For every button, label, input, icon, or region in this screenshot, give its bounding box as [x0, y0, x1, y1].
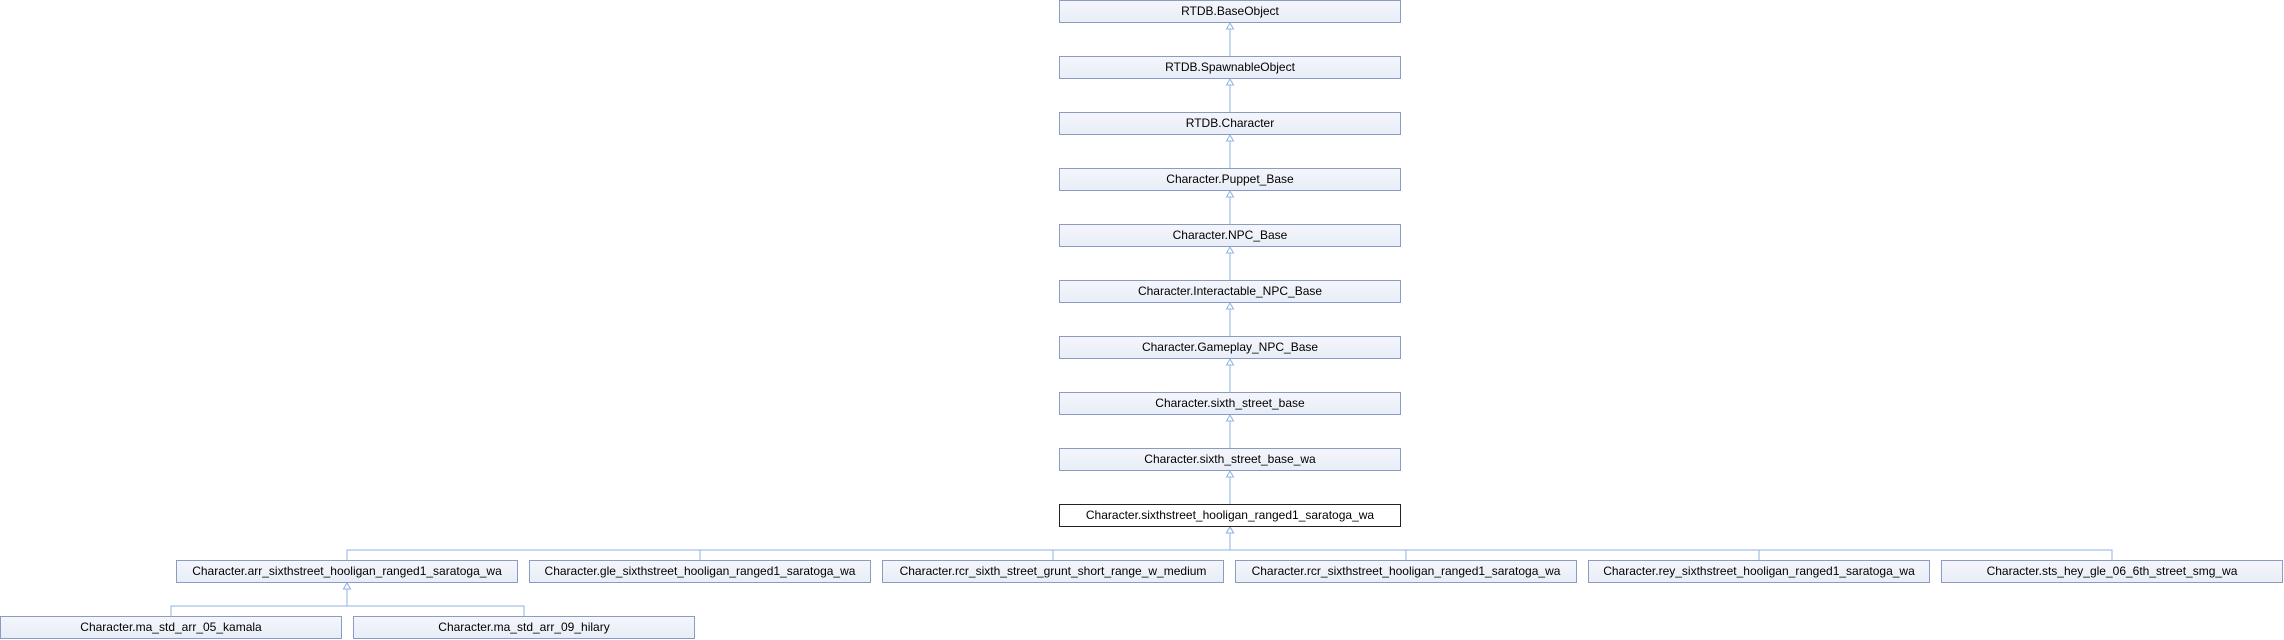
node-character-sixth-street-base[interactable]: Character.sixth_street_base [1059, 392, 1401, 415]
inheritance-arrow-icon [1225, 78, 1235, 86]
node-gle-sixthstreet-hooligan[interactable]: Character.gle_sixthstreet_hooligan_range… [529, 560, 871, 583]
node-arr-sixthstreet-hooligan[interactable]: Character.arr_sixthstreet_hooligan_range… [176, 560, 518, 583]
inheritance-arrow-icon [1225, 246, 1235, 254]
inheritance-arrow-icon [1225, 526, 1235, 534]
node-sts-hey-gle-smg[interactable]: Character.sts_hey_gle_06_6th_street_smg_… [1941, 560, 2283, 583]
inheritance-arrow-icon [1225, 190, 1235, 198]
node-current-class: Character.sixthstreet_hooligan_ranged1_s… [1059, 504, 1401, 527]
node-character-sixth-street-base-wa[interactable]: Character.sixth_street_base_wa [1059, 448, 1401, 471]
node-character-interactable-npc-base[interactable]: Character.Interactable_NPC_Base [1059, 280, 1401, 303]
edge-ma_kamala-to-arr_hooligan [170, 589, 348, 616]
node-character-puppet-base[interactable]: Character.Puppet_Base [1059, 168, 1401, 191]
node-character-npc-base[interactable]: Character.NPC_Base [1059, 224, 1401, 247]
inheritance-arrow-icon [342, 582, 352, 590]
node-rtdb-baseobject[interactable]: RTDB.BaseObject [1059, 0, 1401, 23]
inheritance-arrow-icon [1225, 302, 1235, 310]
inheritance-arrow-icon [1225, 470, 1235, 478]
node-ma-std-arr-09-hilary[interactable]: Character.ma_std_arr_09_hilary [353, 616, 695, 639]
inheritance-arrow-icon [1225, 22, 1235, 30]
node-rcr-sixth-street-grunt[interactable]: Character.rcr_sixth_street_grunt_short_r… [882, 560, 1224, 583]
edge-rey_hooligan-to-hooligan_ranged1_saratoga_wa [1229, 533, 1760, 560]
node-rtdb-character[interactable]: RTDB.Character [1059, 112, 1401, 135]
node-ma-std-arr-05-kamala[interactable]: Character.ma_std_arr_05_kamala [0, 616, 342, 639]
node-rtdb-spawnableobject[interactable]: RTDB.SpawnableObject [1059, 56, 1401, 79]
inheritance-arrow-icon [1225, 134, 1235, 142]
edge-rcr_hooligan-to-hooligan_ranged1_saratoga_wa [1229, 533, 1407, 560]
node-character-gameplay-npc-base[interactable]: Character.Gameplay_NPC_Base [1059, 336, 1401, 359]
edge-sts_hey_gle-to-hooligan_ranged1_saratoga_wa [1229, 533, 2113, 560]
node-rcr-sixthstreet-hooligan[interactable]: Character.rcr_sixthstreet_hooligan_range… [1235, 560, 1577, 583]
edge-arr_hooligan-to-hooligan_ranged1_saratoga_wa [346, 533, 1231, 560]
edge-gle_hooligan-to-hooligan_ranged1_saratoga_wa [699, 533, 1231, 560]
inheritance-arrow-icon [1225, 358, 1235, 366]
edge-ma_hilary-to-arr_hooligan [346, 589, 525, 616]
node-rey-sixthstreet-hooligan[interactable]: Character.rey_sixthstreet_hooligan_range… [1588, 560, 1930, 583]
edge-rcr_grunt-to-hooligan_ranged1_saratoga_wa [1052, 533, 1231, 560]
inheritance-arrow-icon [1225, 414, 1235, 422]
